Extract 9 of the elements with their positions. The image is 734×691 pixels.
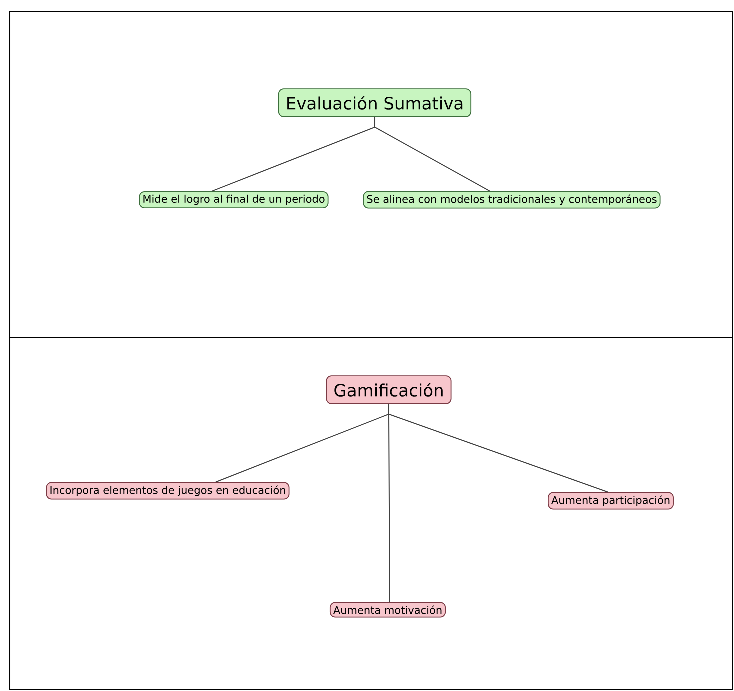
concept-box: Gamificación <box>326 376 452 404</box>
connector-line <box>388 404 608 493</box>
concept-box: Se alinea con modelos tradicionales y contemporáneos <box>363 191 661 209</box>
concept-box: Mide el logro al final de un periodo <box>139 191 329 209</box>
connector-line <box>374 116 490 192</box>
concept-box: Evaluación Sumativa <box>278 88 472 118</box>
concept-box: Aumenta motivación <box>330 602 446 618</box>
concept-box: Incorpora elementos de juegos en educación <box>46 482 290 500</box>
concept-box: Aumenta participación <box>548 492 674 510</box>
